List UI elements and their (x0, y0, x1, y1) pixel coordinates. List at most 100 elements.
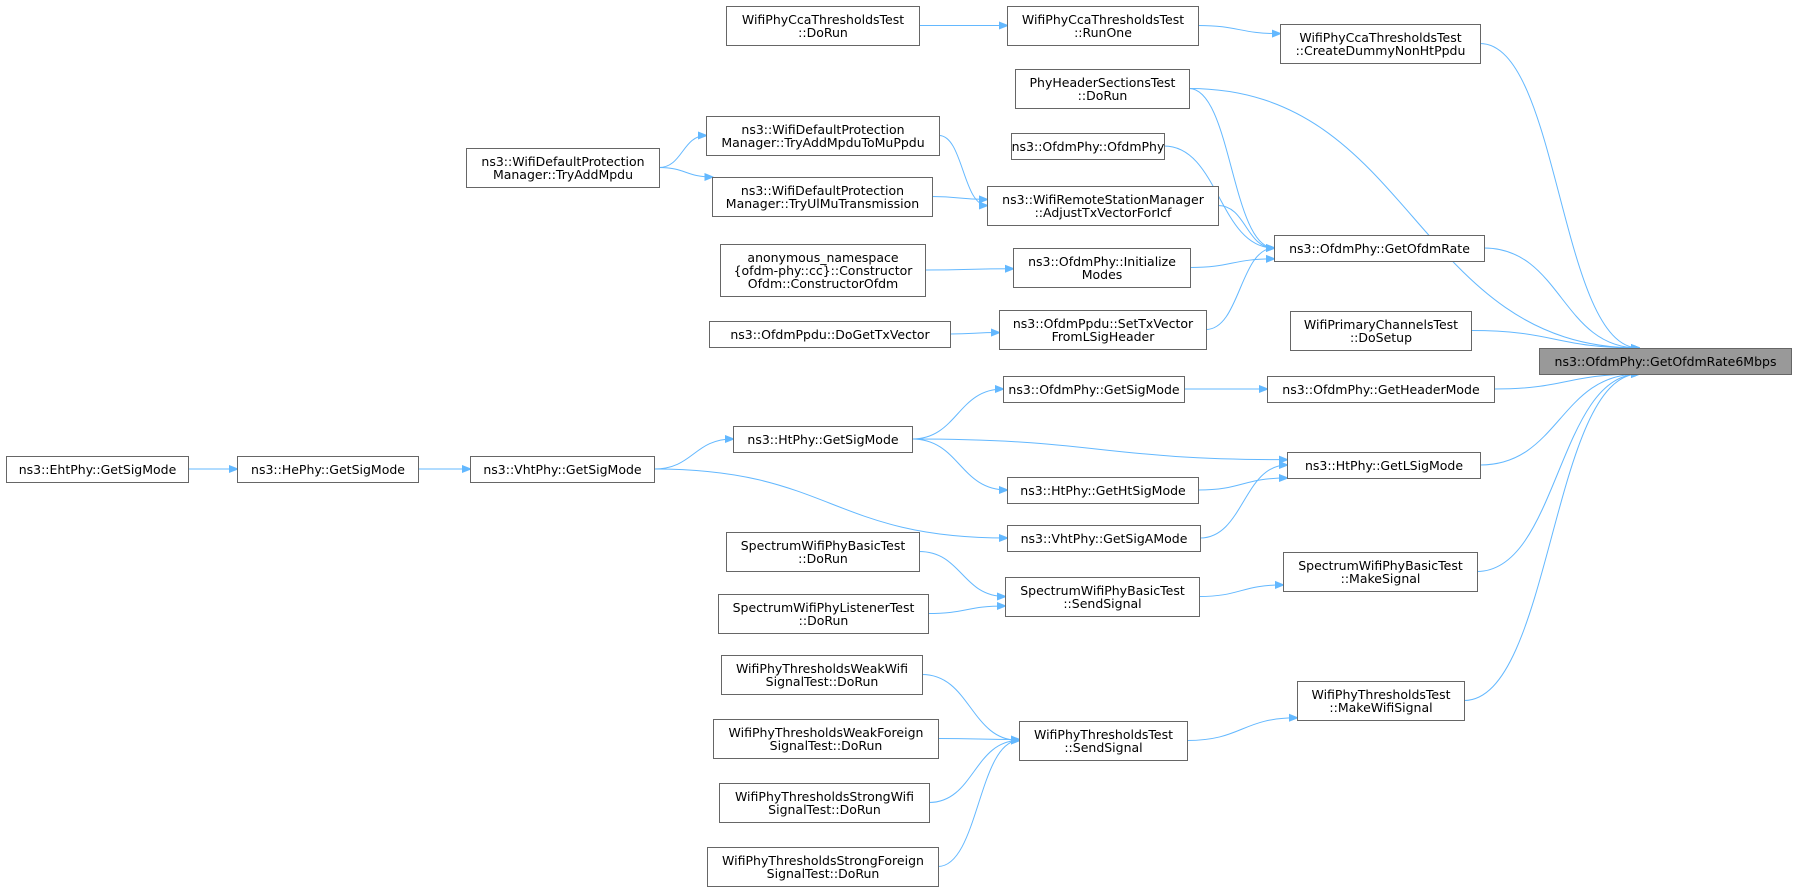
node-vhtSig[interactable]: ns3::VhtPhy::GetSigMode (470, 456, 655, 483)
node-box (1539, 348, 1792, 375)
edge-wtWeakWifi-to-wtSend (921, 674, 1019, 741)
node-box (1267, 376, 1495, 403)
edge-vhtSigA-to-lsig (1199, 465, 1287, 539)
node-root[interactable]: ns3::OfdmPhy::GetOfdmRate6Mbps (1539, 348, 1792, 375)
node-label: WifiPrimaryChannelsTest (1304, 317, 1458, 332)
node-swSend[interactable]: SpectrumWifiPhyBasicTest::SendSignal (1005, 577, 1200, 617)
node-box (719, 783, 930, 823)
node-ccaDoRun[interactable]: WifiPhyCcaThresholdsTest::DoRun (726, 6, 920, 46)
node-wtWeakWifi[interactable]: WifiPhyThresholdsWeakWifiSignalTest::DoR… (721, 655, 923, 695)
node-box (1274, 235, 1485, 262)
node-vhtSigA[interactable]: ns3::VhtPhy::GetSigAMode (1007, 525, 1201, 552)
node-label: WifiPhyThresholdsTest (1311, 687, 1450, 702)
node-box (1007, 477, 1199, 504)
node-ccaCreate[interactable]: WifiPhyCcaThresholdsTest::CreateDummyNon… (1280, 24, 1481, 64)
node-label: ::RunOne (1074, 25, 1132, 40)
node-box (1297, 681, 1465, 721)
node-ofdmSig[interactable]: ns3::OfdmPhy::GetSigMode (1003, 376, 1185, 403)
node-ofdmCtor[interactable]: ns3::OfdmPhy::OfdmPhy (1011, 133, 1165, 160)
node-label: ns3::WifiDefaultProtection (741, 122, 904, 137)
node-box (987, 186, 1219, 226)
node-primary[interactable]: WifiPrimaryChannelsTest::DoSetup (1290, 311, 1472, 351)
node-anonCtor[interactable]: anonymous_namespace{ofdm-phy::cc}::Const… (720, 244, 926, 297)
edge-adjust-to-getRate (1217, 205, 1274, 249)
edges (188, 26, 1639, 867)
node-getRate[interactable]: ns3::OfdmPhy::GetOfdmRate (1274, 235, 1485, 262)
node-tryAddMpdu[interactable]: ns3::WifiDefaultProtectionManager::TryAd… (466, 148, 660, 188)
edge-phsDoRun-to-root (1188, 88, 1639, 349)
node-doGetTx[interactable]: ns3::OfdmPpdu::DoGetTxVector (709, 321, 951, 348)
node-headerMode[interactable]: ns3::OfdmPhy::GetHeaderMode (1267, 376, 1495, 403)
node-label: PhyHeaderSectionsTest (1030, 75, 1176, 90)
edge-doGetTx-to-setTx (949, 333, 999, 334)
node-swBasicRun[interactable]: SpectrumWifiPhyBasicTest::DoRun (726, 532, 920, 572)
node-box (726, 6, 920, 46)
node-wtSend[interactable]: WifiPhyThresholdsTest::SendSignal (1019, 721, 1188, 761)
node-tryUlMu[interactable]: ns3::WifiDefaultProtectionManager::TryUl… (712, 177, 933, 217)
node-label: WifiPhyCcaThresholdsTest (1022, 12, 1184, 27)
node-box (733, 426, 913, 453)
node-label: ns3::HePhy::GetSigMode (251, 462, 405, 477)
edge-swListen-to-swSend (927, 606, 1005, 614)
node-box (1013, 248, 1191, 288)
node-label: ns3::WifiRemoteStationManager (1002, 192, 1205, 207)
node-wtWeakFor[interactable]: WifiPhyThresholdsWeakForeignSignalTest::… (713, 719, 939, 759)
edge-swBasicRun-to-swSend (918, 551, 1005, 597)
node-box (706, 116, 940, 156)
edge-tryAddMpdu-to-tryAddMu (658, 136, 706, 168)
node-ccaRunOne[interactable]: WifiPhyCcaThresholdsTest::RunOne (1007, 6, 1199, 46)
node-label: SpectrumWifiPhyBasicTest (741, 538, 906, 553)
node-label: ::SendSignal (1064, 740, 1142, 755)
node-label: ::SendSignal (1063, 596, 1141, 611)
node-label: Modes (1082, 267, 1123, 282)
edge-vhtSig-to-htSig (653, 439, 733, 470)
edge-initModes-to-getRate (1189, 259, 1274, 268)
node-wtMake[interactable]: WifiPhyThresholdsTest::MakeWifiSignal (1297, 681, 1465, 721)
node-tryAddMu[interactable]: ns3::WifiDefaultProtectionManager::TryAd… (706, 116, 940, 156)
node-label: ns3::HtPhy::GetHtSigMode (1020, 483, 1186, 498)
node-label: Manager::TryAddMpdu (493, 167, 633, 182)
node-htSig[interactable]: ns3::HtPhy::GetSigMode (733, 426, 913, 453)
node-label: ns3::HtPhy::GetLSigMode (1305, 458, 1463, 473)
node-label: ::MakeSignal (1341, 571, 1421, 586)
node-phsDoRun[interactable]: PhyHeaderSectionsTest::DoRun (1015, 69, 1190, 109)
node-label: ns3::OfdmPpdu::DoGetTxVector (730, 327, 930, 342)
edge-tryAddMu-to-adjust (938, 135, 987, 206)
node-label: ::DoRun (799, 613, 849, 628)
node-label: SpectrumWifiPhyListenerTest (733, 600, 915, 615)
edge-swMake-to-root (1476, 374, 1639, 572)
node-label: ns3::OfdmPhy::GetSigMode (1008, 382, 1180, 397)
node-label: SignalTest::DoRun (767, 866, 880, 881)
node-ehtSig[interactable]: ns3::EhtPhy::GetSigMode (6, 456, 189, 483)
node-box (1003, 376, 1185, 403)
node-box (470, 456, 655, 483)
node-label: FromLSigHeader (1052, 329, 1156, 344)
node-lsig[interactable]: ns3::HtPhy::GetLSigMode (1287, 452, 1481, 479)
node-box (1019, 721, 1188, 761)
edge-htSig-to-htHtSig (911, 438, 1007, 490)
edge-tryUlMu-to-adjust (931, 197, 987, 200)
node-label: ns3::VhtPhy::GetSigMode (483, 462, 642, 477)
node-heSig[interactable]: ns3::HePhy::GetSigMode (237, 456, 419, 483)
node-label: WifiPhyCcaThresholdsTest (742, 12, 904, 27)
node-swListen[interactable]: SpectrumWifiPhyListenerTest::DoRun (718, 594, 929, 634)
node-swMake[interactable]: SpectrumWifiPhyBasicTest::MakeSignal (1283, 552, 1478, 592)
node-box (1015, 69, 1190, 109)
node-label: ::CreateDummyNonHtPpdu (1296, 43, 1466, 58)
node-box (1280, 24, 1481, 64)
node-label: ::DoRun (798, 551, 848, 566)
node-label: ns3::WifiDefaultProtection (741, 183, 904, 198)
node-label: WifiPhyThresholdsStrongWifi (735, 789, 914, 804)
node-wtStrFor[interactable]: WifiPhyThresholdsStrongForeignSignalTest… (707, 847, 939, 887)
node-label: SpectrumWifiPhyBasicTest (1298, 558, 1463, 573)
edge-wtStrWifi-to-wtSend (928, 741, 1019, 803)
node-wtStrWifi[interactable]: WifiPhyThresholdsStrongWifiSignalTest::D… (719, 783, 930, 823)
edge-phsDoRun-to-getRate (1188, 88, 1274, 249)
node-adjust[interactable]: ns3::WifiRemoteStationManager::AdjustTxV… (987, 186, 1219, 226)
node-label: ns3::EhtPhy::GetSigMode (19, 462, 177, 477)
node-htHtSig[interactable]: ns3::HtPhy::GetHtSigMode (1007, 477, 1199, 504)
node-box (466, 148, 660, 188)
node-label: ns3::VhtPhy::GetSigAMode (1021, 531, 1188, 546)
